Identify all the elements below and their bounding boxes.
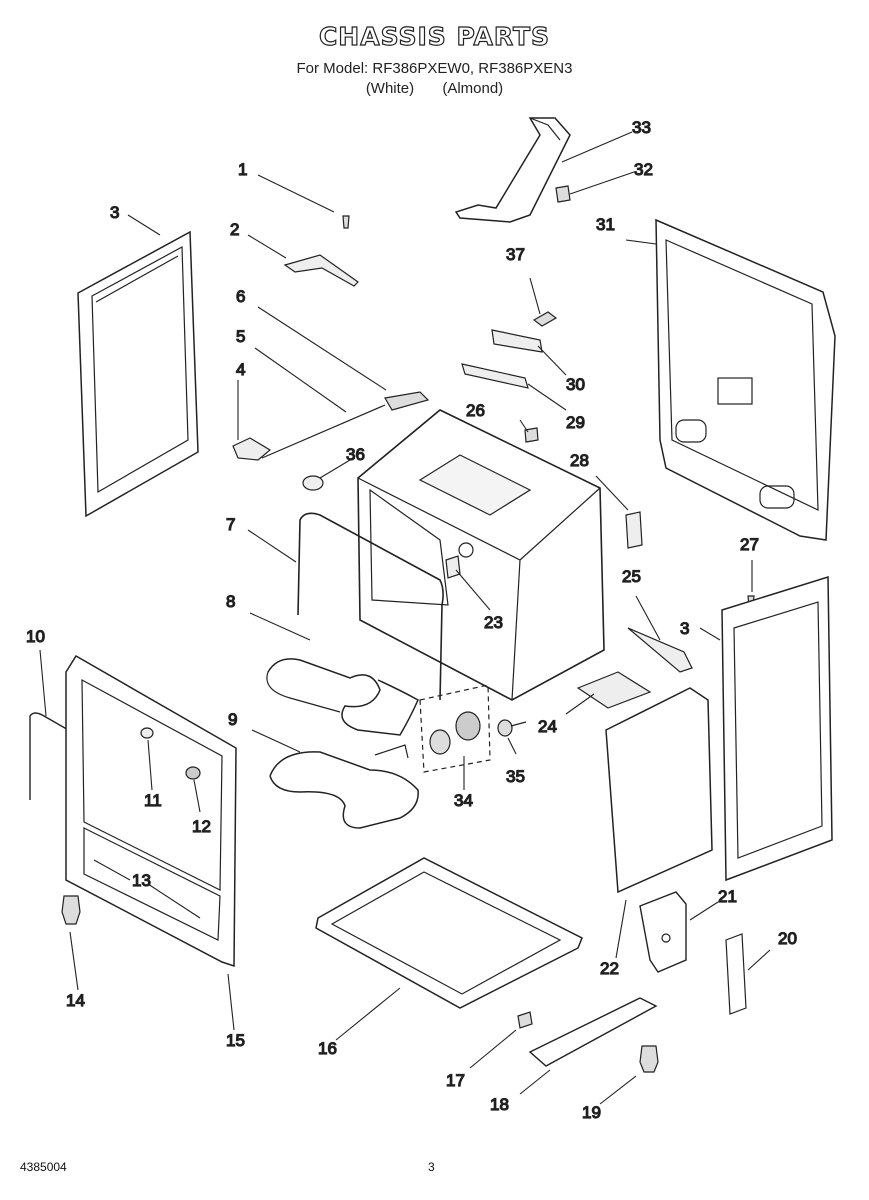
callout-10: 10 [26, 627, 45, 646]
callout-26: 26 [466, 401, 485, 420]
part-clip-32 [555, 185, 571, 203]
callout-9: 9 [228, 710, 237, 729]
callout-labels: 1 2 3 4 5 6 7 8 9 10 11 12 13 14 15 16 1… [25, 117, 797, 1122]
part-bake-element-9 [269, 744, 419, 829]
part-rear-wall-22 [605, 687, 713, 894]
part-leveler-19 [639, 1045, 659, 1073]
part-bracket-2 [283, 254, 359, 287]
callout-3-left: 3 [110, 203, 119, 222]
document-number: 4385004 [20, 1160, 67, 1174]
callout-3-right: 3 [680, 619, 689, 638]
callout-34: 34 [454, 791, 473, 810]
callout-32: 32 [634, 160, 653, 179]
callout-30: 30 [566, 375, 585, 394]
part-side-panel-right [721, 575, 833, 882]
callout-13: 13 [132, 871, 151, 890]
part-knob-12 [185, 766, 201, 780]
part-door-gasket-10 [29, 712, 139, 800]
callout-2: 2 [230, 220, 239, 239]
callout-36: 36 [346, 445, 365, 464]
callout-20: 20 [778, 929, 797, 948]
callout-24: 24 [538, 717, 557, 736]
part-strap-20 [725, 933, 747, 1015]
part-leveler-14 [61, 895, 81, 925]
callout-1: 1 [238, 160, 247, 179]
part-vent-duct-33 [454, 117, 571, 223]
part-oven-cavity [357, 409, 605, 701]
callout-19: 19 [582, 1103, 601, 1122]
part-rail-18 [528, 997, 658, 1067]
part-cover-23 [445, 555, 461, 579]
color-white: (White) [365, 80, 415, 97]
callout-25: 25 [622, 567, 641, 586]
callout-22: 22 [600, 959, 619, 978]
part-clip-4 [232, 437, 272, 461]
part-side-panel-left [77, 230, 199, 518]
callout-6: 6 [236, 287, 245, 306]
callout-27: 27 [740, 535, 759, 554]
part-bracket-37 [532, 311, 558, 327]
callout-31: 31 [596, 215, 615, 234]
part-bracket-21 [639, 891, 687, 973]
callout-5: 5 [236, 327, 245, 346]
part-clip-17 [517, 1011, 533, 1029]
callout-17: 17 [446, 1071, 465, 1090]
part-terminal-block-6 [261, 391, 430, 459]
model-numbers: For Model: RF386PXEW0, RF386PXEN3 [296, 60, 573, 77]
leader-lines [39, 131, 771, 1105]
part-rail-30 [491, 329, 543, 353]
callout-16: 16 [318, 1039, 337, 1058]
part-element-7 [297, 512, 444, 701]
part-broil-element-8 [266, 658, 419, 736]
part-bolt-35 [497, 719, 527, 737]
part-front-frame-15 [65, 654, 237, 968]
callout-37: 37 [506, 245, 525, 264]
part-bracket-28 [625, 511, 643, 549]
part-bracket-25 [627, 627, 693, 673]
color-almond: (Almond) [442, 80, 504, 97]
callout-14: 14 [66, 991, 85, 1010]
callout-11: 11 [144, 791, 162, 810]
callout-4: 4 [236, 360, 245, 379]
part-plug-36 [302, 475, 324, 491]
callout-8: 8 [226, 592, 235, 611]
callout-7: 7 [226, 515, 235, 534]
callout-29: 29 [566, 413, 585, 432]
callout-23: 23 [484, 613, 503, 632]
part-light-11 [140, 727, 154, 739]
part-bracket-29 [461, 363, 529, 389]
callout-28: 28 [570, 451, 589, 470]
callout-33: 33 [632, 118, 651, 137]
page-title: CHASSIS PARTS [318, 21, 551, 51]
callout-15: 15 [226, 1031, 245, 1050]
part-screw-1 [342, 215, 350, 229]
color-variants: (White) (Almond) [0, 80, 869, 97]
part-back-panel-31 [655, 218, 836, 541]
callout-21: 21 [718, 887, 737, 906]
part-plate-24 [576, 671, 652, 709]
callout-18: 18 [490, 1095, 509, 1114]
part-bottom-pan-16 [315, 857, 583, 1009]
callout-35: 35 [506, 767, 525, 786]
callout-12: 12 [192, 817, 211, 836]
page-number: 3 [428, 1160, 435, 1174]
part-assembly-34 [419, 684, 491, 773]
